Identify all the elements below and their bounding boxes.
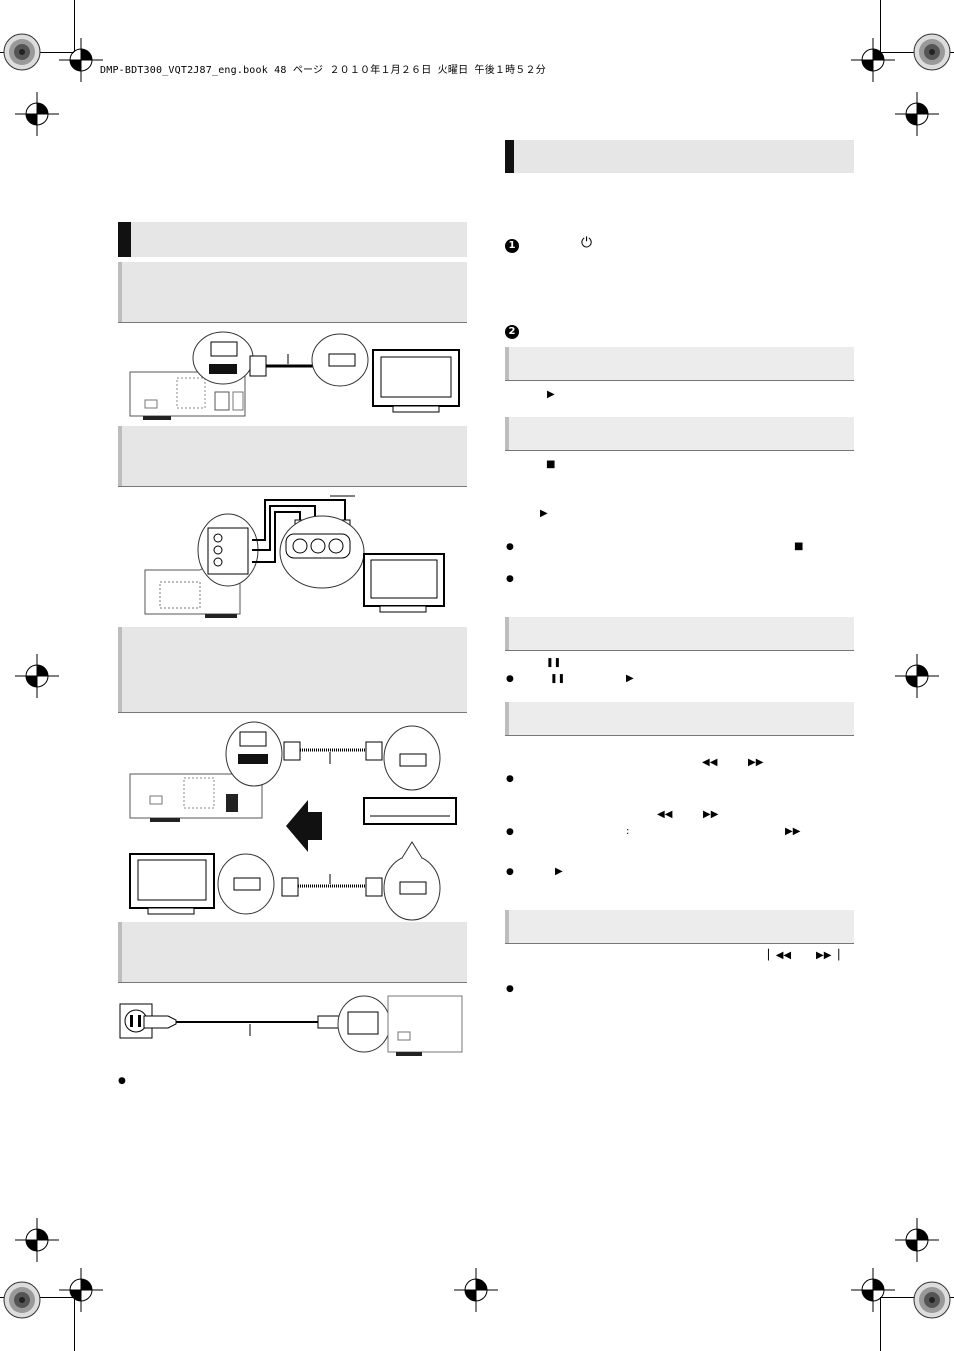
- slow-forward-icon: ▶▶: [703, 809, 719, 820]
- power-icon: ⏻: [581, 235, 593, 251]
- search-note-bullet-2: ●: [506, 827, 514, 837]
- search-note-play-icon: ▶: [555, 866, 563, 877]
- left-section-banner: [118, 222, 467, 257]
- pause-subsection: [505, 617, 854, 651]
- pause-note-bullet: ●: [506, 674, 514, 684]
- search-note-bullet-3: ●: [506, 867, 514, 877]
- step-two-marker: 2: [505, 325, 519, 339]
- hdmi-amplifier-connection-diagram: [129, 721, 457, 921]
- ac-power-cord-diagram: [119, 995, 463, 1056]
- hdmi-tv-connection-diagram: [129, 331, 460, 420]
- stop-note-bullet-2: ●: [506, 574, 514, 584]
- pause-note-icon: ❚❚: [550, 674, 566, 684]
- search-subsection: [505, 702, 854, 736]
- left-subsection-2: [118, 426, 467, 487]
- left-subsection-4: [118, 922, 467, 983]
- step-one-marker: 1: [505, 239, 519, 253]
- skip-back-icon: ▏◀◀: [768, 950, 792, 961]
- av-cable-connection-diagram: [144, 495, 445, 618]
- stop-note-bullet-1: ●: [506, 542, 514, 552]
- slow-rewind-icon: ◀◀: [657, 809, 673, 820]
- skip-note-bullet: ●: [506, 984, 514, 994]
- pause-icon: ❚❚: [546, 658, 562, 668]
- skip-forward-icon: ▶▶▕: [816, 950, 840, 961]
- rewind-icon: ◀◀: [702, 757, 718, 768]
- stop-icon: ■: [546, 459, 556, 470]
- left-note-bullet: ●: [118, 1076, 126, 1086]
- search-note-bullet-1: ●: [506, 774, 514, 784]
- colon-glyph: :: [626, 826, 630, 837]
- resume-play-icon: ▶: [540, 508, 548, 519]
- frame-forward-icon: ▶▶: [785, 826, 801, 837]
- fast-forward-icon: ▶▶: [748, 757, 764, 768]
- stop-subsection: [505, 417, 854, 451]
- play-subsection: [505, 347, 854, 381]
- stop-note-icon: ■: [794, 541, 804, 552]
- left-subsection-1: [118, 262, 467, 323]
- play-icon: ▶: [547, 389, 555, 400]
- pause-note-play-icon: ▶: [626, 673, 634, 684]
- left-subsection-3: [118, 627, 467, 713]
- skip-subsection: [505, 910, 854, 944]
- right-section-banner: [505, 140, 854, 173]
- print-header: DMP-BDT300_VQT2J87_eng.book 48 ページ ２０１０年…: [100, 65, 546, 76]
